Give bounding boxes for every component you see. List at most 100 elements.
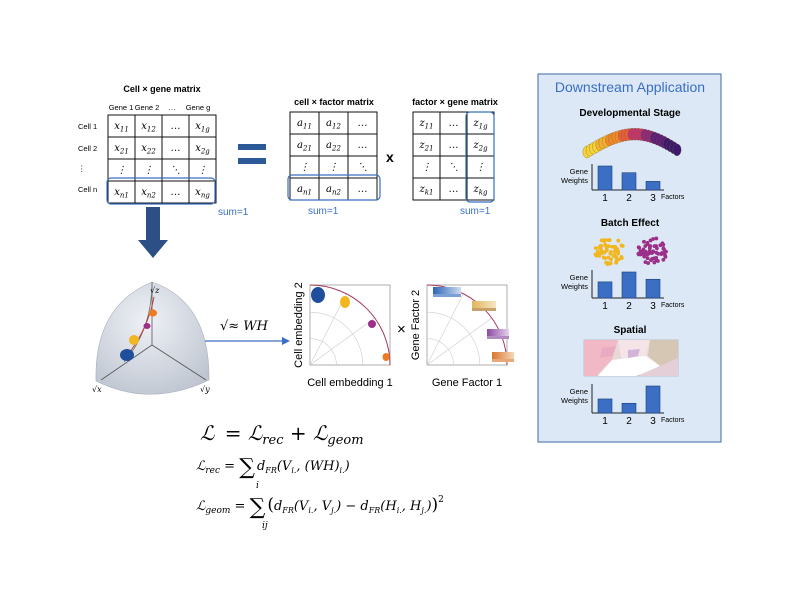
equals-sign [238,144,266,164]
matrix-cell [188,180,217,204]
sphere-cluster-orange [149,309,157,317]
x-tick-label: 1 [602,416,608,427]
batch-cell [643,244,648,248]
polar-gridline [426,293,464,366]
matrix-cell-text: xn2 [141,187,156,200]
batch-cell [593,246,598,251]
batch-cell [661,246,666,251]
x-tick-label: 3 [650,301,656,312]
matrix-cell-text: … [358,140,368,151]
matrix-cell-text: … [171,121,181,132]
sphere-cluster-yellow [129,335,139,345]
batch-cell [645,256,650,261]
matrix-cell-text: ⋮ [198,165,208,176]
row-label: Cell n [78,185,97,194]
matrix-cell-text: z11 [418,118,433,131]
batch-cell [651,237,655,241]
bar [597,165,613,191]
matrix-cell-text: x11 [114,121,129,134]
cell-gene-title: Cell × gene matrix [123,84,200,94]
batch-cell [616,238,621,243]
x-axis-label: Factors [661,194,685,201]
matrix-cell-text: ⋱ [449,162,459,173]
loss-total: ℒ = ℒrec + ℒgeom [200,421,364,448]
matrix-cell-text: … [449,140,459,151]
batch-cell [655,246,659,251]
batch-cell [640,251,645,256]
sphere-axis-label-y: √y [200,385,210,394]
batch-cell [656,251,661,256]
bar [597,281,613,299]
matrix-cell-text: ⋮ [422,162,432,173]
batch-cell [645,252,650,257]
matrix-cell-text: z2g [472,140,488,153]
batch-cell [643,249,648,254]
bar [645,181,661,191]
matrix-cell-text: ⋱ [171,165,181,176]
developmental-trajectory-image [582,128,682,159]
matrix-cell-text: x1g [195,121,210,134]
down-arrow [138,207,168,258]
factor-gene-title: factor × gene matrix [412,97,498,107]
batch-cell [642,239,646,244]
approx-arrow: √≈ WH [205,319,290,345]
cell-embedding-plot: Cell embedding 1 Cell embedding 2 [293,282,393,389]
batch-cell [611,253,616,258]
matrix-cell-text: ⋮ [144,165,154,176]
col-header: Gene 2 [135,103,160,112]
downstream-panel: Downstream Application Developmental Sta… [537,73,722,443]
sphere-simplex: √z √x √y [92,281,210,395]
matrix-cell-text: ⋮ [300,162,310,173]
batch-cell [606,255,611,260]
batch-cell [649,250,653,255]
batch-cell [603,242,608,247]
polar-gridline [309,338,337,366]
batch-cell [608,250,613,254]
batch-cell [663,253,667,258]
matrix-cell-text: x22 [141,143,156,156]
matrix-cell-text: x2g [195,143,210,156]
matrix-cell-text: z21 [418,140,433,153]
section-title-developmental: Developmental Stage [579,108,681,119]
factor-gene-sum-label: sum=1 [460,206,491,217]
col-header: Gene g [186,103,211,112]
cross-sign: × [397,321,406,338]
matrix-cell-text: z1g [472,118,488,131]
loss-geom: ℒgeom = ∑(dFR(Vi., Vj.) − dFR(Hi., Hj.))… [196,495,444,520]
cell-gene-highlight-row [106,177,216,205]
batch-cell [604,248,609,253]
matrix-cell-text: … [358,118,368,129]
section-title-spatial: Spatial [614,325,647,336]
polar-gridline [309,293,347,366]
batch-cell [650,257,654,261]
approx-label: √≈ WH [220,319,269,334]
gene-factor-strip-tan [472,301,496,311]
gene-factor-strip-orange [492,352,514,362]
spatial-image [583,339,679,377]
gene-factor-xlabel: Gene Factor 1 [432,377,502,389]
x-tick-label: 2 [626,416,632,427]
sphere-cluster-purple [143,323,151,329]
gene-factor-ylabel: Gene Factor 2 [410,290,422,360]
factor-gene-highlight-col [465,111,495,203]
batch-cell [599,238,604,243]
x-tick-label: 1 [602,193,608,204]
batch-cell [616,257,621,262]
matrix-cell-text: an2 [326,184,341,197]
sphere-axis-label-x: √x [92,385,102,394]
col-header: … [168,103,176,112]
batch-cell [642,254,647,259]
matrix-cell-text: a11 [297,118,312,131]
batch-cell [609,257,613,262]
loss-rec: ℒrec = ∑dFR(Vi., (WH)i.) [196,455,350,480]
matrix-cell-text: a22 [326,140,341,153]
batch-cell [636,251,641,256]
bar [621,271,637,299]
matrix-cell-text: x21 [114,143,129,156]
matrix-cell-text: … [171,187,181,198]
